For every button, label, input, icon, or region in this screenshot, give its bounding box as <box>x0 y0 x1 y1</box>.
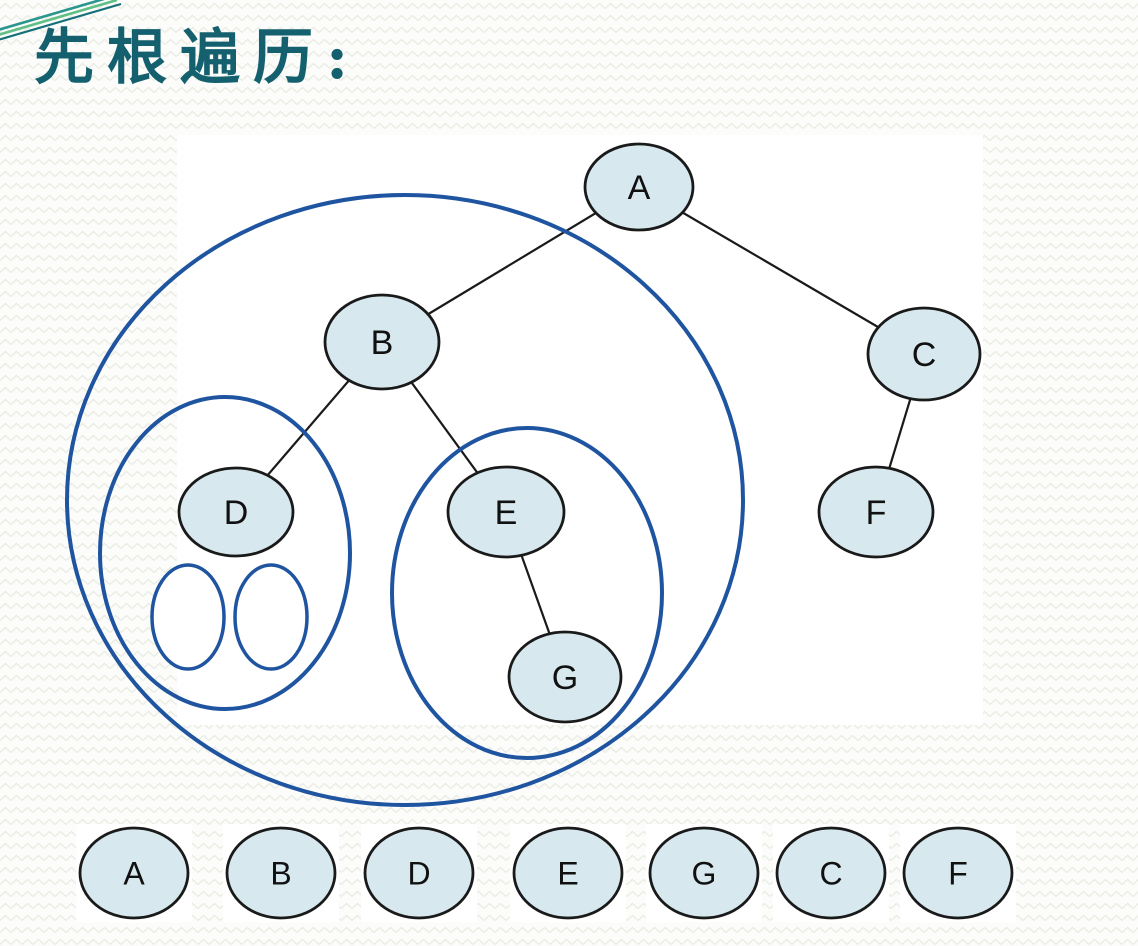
tree-node-label-A: A <box>628 169 651 207</box>
tree-image-canvas <box>177 135 983 725</box>
result-node-label-C: C <box>819 856 842 892</box>
corner-decoration <box>0 0 122 41</box>
result-node-G <box>648 826 760 920</box>
empty-child-node-1 <box>150 563 226 671</box>
tree-node-C <box>866 306 982 402</box>
tree-node-label-D: D <box>224 494 249 532</box>
result-node-D <box>363 826 475 920</box>
result-node-label-B: B <box>270 856 291 892</box>
result-node-C <box>775 826 887 920</box>
tree-node-label-E: E <box>495 494 518 532</box>
empty-child-node-2 <box>233 563 309 671</box>
result-node-label-G: G <box>692 856 717 892</box>
tree-node-label-G: G <box>552 659 578 697</box>
tree-node-G <box>507 630 623 724</box>
tree-node-A <box>583 142 695 232</box>
tree-node-D <box>177 466 295 558</box>
group-circle-subtree-E <box>390 426 664 760</box>
tree-node-E <box>446 465 566 559</box>
result-node-F <box>902 826 1014 920</box>
result-node-E <box>512 826 624 920</box>
result-node-label-D: D <box>407 856 430 892</box>
result-node-label-E: E <box>557 856 578 892</box>
tree-node-F <box>817 465 935 559</box>
slide-title: 先根遍历: <box>34 23 362 93</box>
tree-node-label-B: B <box>371 324 394 362</box>
result-node-label-A: A <box>123 856 145 892</box>
result-node-label-F: F <box>948 856 968 892</box>
corner-line-green <box>0 0 118 36</box>
corner-line-dark-teal <box>0 2 122 41</box>
group-circle-subtree-D <box>98 395 352 711</box>
result-node-A <box>78 826 190 920</box>
tree-node-B <box>323 293 441 391</box>
result-node-B <box>225 826 337 920</box>
tree-edge-A-C <box>638 186 925 355</box>
corner-line-teal <box>0 0 105 31</box>
tree-node-label-F: F <box>866 494 887 532</box>
group-circle-subtree-B <box>65 193 745 807</box>
tree-node-label-C: C <box>912 336 937 374</box>
